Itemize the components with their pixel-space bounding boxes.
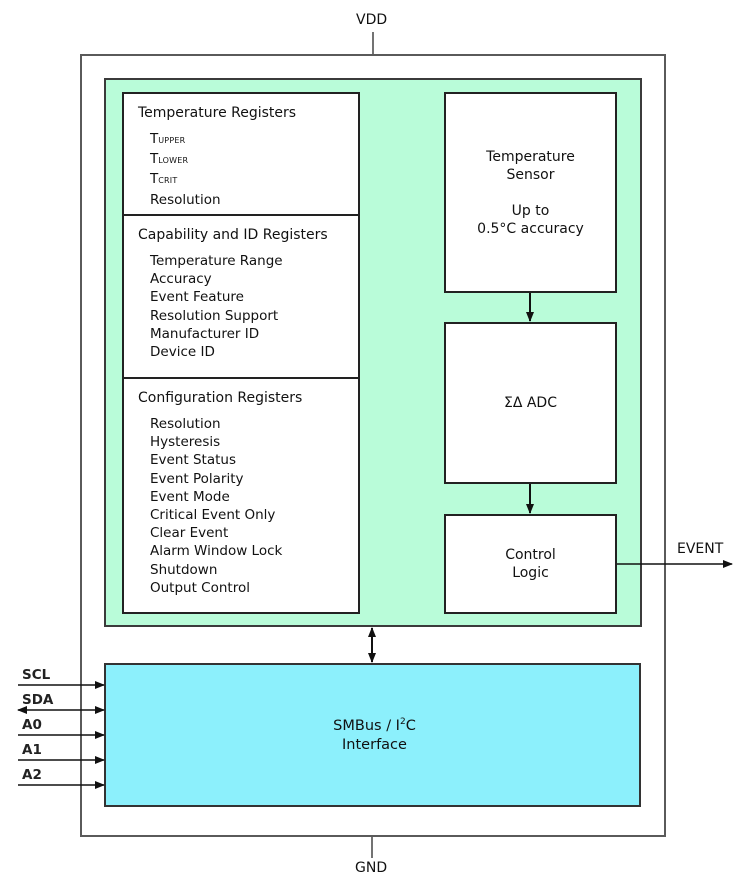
configuration-register-item: Resolution (150, 416, 221, 432)
temperature-sensor-block: Temperature Sensor Up to 0.5°C accuracy (444, 92, 617, 293)
sensor-title-line1: Temperature (486, 148, 575, 165)
event-label: EVENT (677, 541, 724, 557)
capability-register-item: Device ID (150, 344, 215, 361)
configuration-register-item: Output Control (150, 579, 250, 596)
configuration-register-item: Clear Event (150, 525, 229, 542)
signal-a0-label: A0 (22, 717, 42, 733)
smbus-label-line2: Interface (342, 736, 407, 753)
temperature-registers-title: Temperature Registers (138, 105, 297, 121)
adc-label: ΣΔ ADC (503, 395, 557, 411)
control-logic-line1: Control (505, 547, 556, 563)
register-t-crit: TCRIT (150, 171, 178, 188)
register-block: Temperature Registers TUPPER TLOWER TCRI… (122, 92, 360, 614)
capability-register-item: Manufacturer ID (150, 325, 260, 342)
capability-register-item: Event Feature (150, 289, 244, 306)
register-t-upper: TUPPER (150, 131, 186, 147)
smbus-label-line1: SMBus / I2C (333, 717, 416, 734)
signal-a1-label: A1 (22, 742, 42, 758)
configuration-register-item: Event Mode (150, 488, 230, 505)
configuration-register-item: Event Polarity (150, 470, 244, 487)
signal-sda-label: SDA (22, 692, 54, 708)
capability-registers: Capability and ID Registers Temperature … (124, 216, 358, 379)
register-resolution: Resolution (150, 191, 221, 208)
gnd-label: GND (355, 860, 388, 876)
configuration-register-item: Critical Event Only (150, 507, 276, 524)
configuration-register-item: Alarm Window Lock (150, 543, 283, 560)
configuration-registers-title: Configuration Registers (138, 390, 303, 406)
sensor-accuracy-line1: Up to (511, 202, 550, 219)
register-t-lower: TLOWER (150, 151, 189, 168)
configuration-register-item: Event Status (150, 452, 236, 469)
capability-register-item: Accuracy (150, 271, 212, 288)
vdd-label: VDD (356, 12, 388, 28)
signal-scl-label: SCL (22, 667, 51, 683)
capability-registers-title: Capability and ID Registers (138, 227, 328, 243)
capability-register-item: Temperature Range (150, 253, 283, 269)
configuration-register-item: Hysteresis (150, 434, 221, 451)
temperature-registers: Temperature Registers TUPPER TLOWER TCRI… (124, 94, 358, 216)
capability-register-item: Resolution Support (150, 307, 279, 324)
sigma-delta-adc-block: ΣΔ ADC (444, 322, 617, 484)
sensor-title-line2: Sensor (506, 166, 555, 183)
sensor-accuracy-line2: 0.5°C accuracy (477, 220, 584, 237)
configuration-register-item: Shutdown (150, 561, 218, 578)
control-logic-line2: Logic (512, 565, 549, 581)
smbus-i2c-interface-block: SMBus / I2C Interface (104, 663, 641, 807)
control-logic-block: Control Logic (444, 514, 617, 614)
signal-a2-label: A2 (22, 767, 42, 783)
